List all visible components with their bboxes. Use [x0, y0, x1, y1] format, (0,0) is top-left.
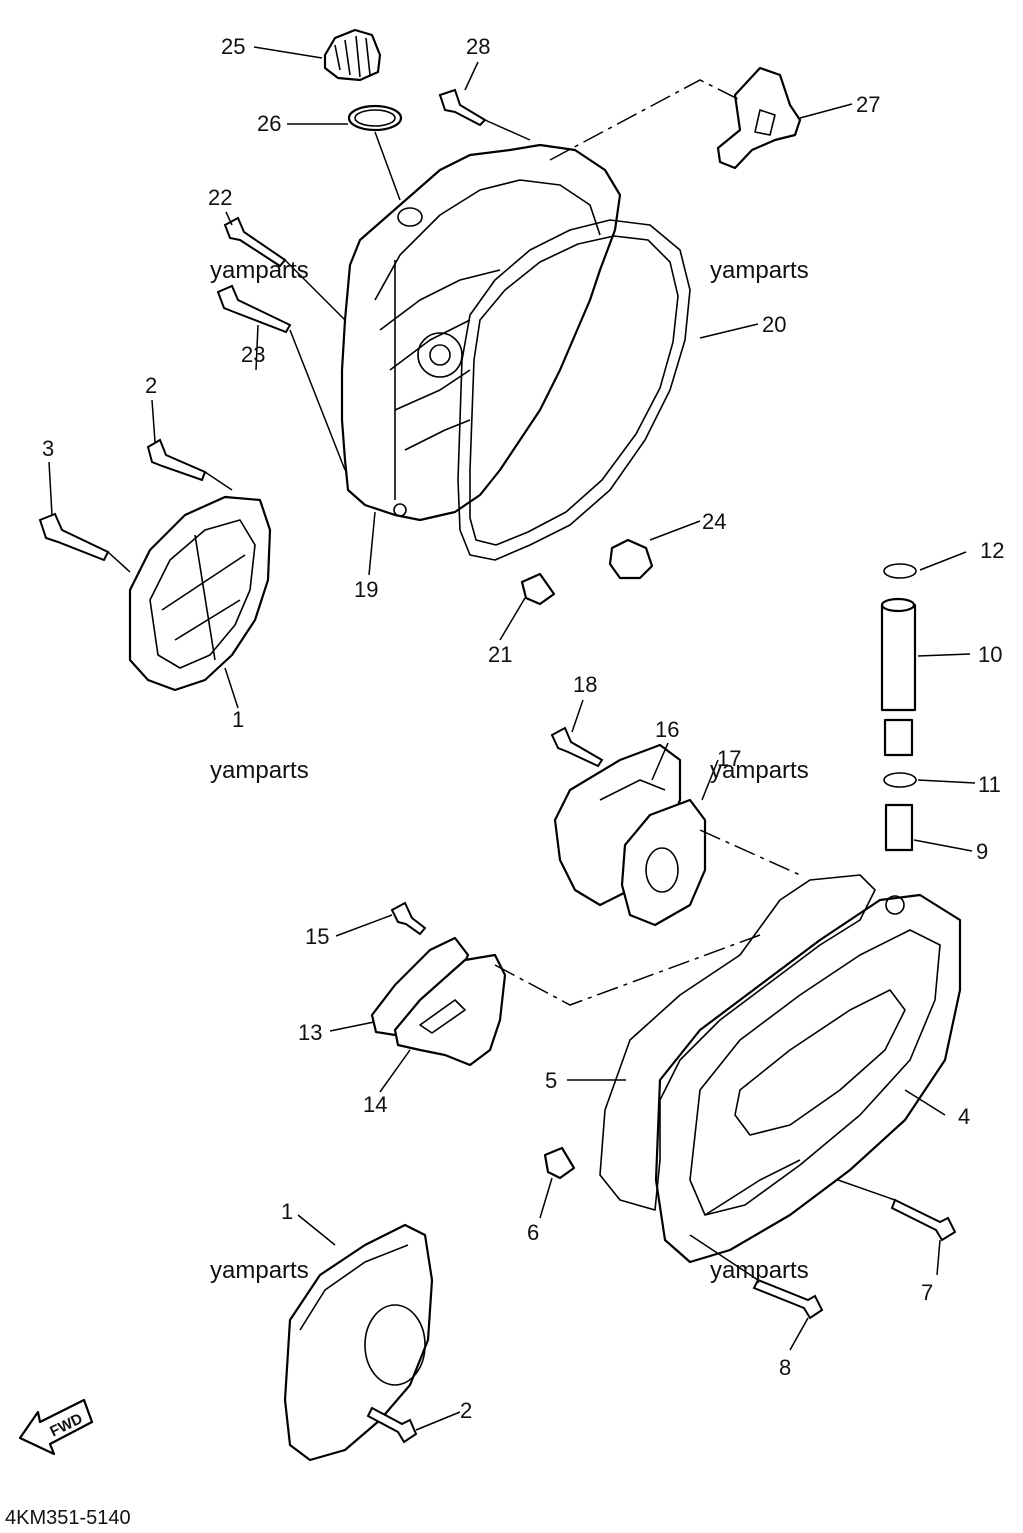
callout-3: 3: [42, 436, 54, 461]
clamp-12-part: [883, 563, 917, 579]
callout-11: 11: [978, 772, 1001, 797]
bolt-2-lower-part: [366, 1406, 418, 1444]
callout-9: 9: [976, 839, 988, 864]
callout-1: 1: [232, 707, 244, 732]
callout-28: 28: [466, 34, 490, 59]
bolt-28-part: [438, 88, 487, 127]
callout-20: 20: [762, 312, 786, 337]
bolt-18-part: [550, 726, 604, 768]
leader-lines: [48, 46, 976, 1431]
plate-14-part: [393, 953, 507, 1067]
callout-12: 12: [980, 538, 1004, 563]
callout-2: 2: [145, 373, 157, 398]
callout-16: 16: [655, 717, 679, 742]
watermark-2: yamparts: [710, 257, 809, 284]
callout-22: 22: [208, 185, 232, 210]
nipple-9-part: [884, 803, 914, 852]
callout-8: 8: [779, 1355, 791, 1380]
callout-1-lower: 1: [281, 1199, 293, 1224]
hose-piece-part: [883, 718, 914, 757]
callout-26: 26: [257, 111, 281, 136]
bolt-2-part: [146, 438, 207, 482]
callout-25: 25: [221, 34, 245, 59]
watermark-5: yamparts: [210, 1257, 309, 1284]
oil-seal-part: [608, 538, 654, 580]
bolt-8-part: [752, 1278, 824, 1320]
callout-15: 15: [305, 924, 329, 949]
dowel-6-part: [543, 1146, 576, 1180]
callout-6: 6: [527, 1220, 539, 1245]
bolt-15-part: [390, 901, 427, 936]
cover-1-upper-part: [128, 495, 272, 692]
callout-5: 5: [545, 1068, 557, 1093]
pulser-gasket-part: [620, 798, 707, 927]
callout-7: 7: [921, 1280, 933, 1305]
cover-1-lower-part: [283, 1223, 434, 1462]
hose-10-part: [880, 597, 917, 712]
bolt-22-part: [223, 216, 287, 268]
oil-filler-cap-part: [323, 28, 382, 82]
watermark-1: yamparts: [210, 257, 309, 284]
fwd-arrow-icon: FWD: [18, 1398, 94, 1456]
callout-14: 14: [363, 1092, 387, 1117]
callout-21: 21: [488, 642, 512, 667]
clamp-11-part: [883, 772, 917, 788]
callout-2-lower: 2: [460, 1398, 472, 1423]
watermark-3: yamparts: [210, 757, 309, 784]
gasket-5-part: [599, 874, 876, 1211]
bolt-23-part: [216, 284, 292, 334]
callout-13: 13: [298, 1020, 322, 1045]
watermark-6: yamparts: [710, 1257, 809, 1284]
callout-4: 4: [958, 1104, 970, 1129]
callout-18: 18: [573, 672, 597, 697]
gasket-part: [457, 219, 691, 561]
callout-19: 19: [354, 577, 378, 602]
callout-23: 23: [241, 342, 265, 367]
bolt-7-part: [890, 1198, 957, 1242]
bolt-3-part: [38, 512, 110, 562]
dowel-21-part: [520, 572, 556, 606]
crankcase-cover-part: [340, 143, 622, 522]
callout-27: 27: [856, 92, 880, 117]
diagram-code: 4KM351-5140: [5, 1507, 131, 1529]
callout-24: 24: [702, 509, 726, 534]
callout-17: 17: [717, 746, 741, 771]
callout-10: 10: [978, 642, 1002, 667]
crankcase-cover-2-part: [654, 893, 962, 1264]
watermark-4: yamparts: [710, 757, 809, 784]
